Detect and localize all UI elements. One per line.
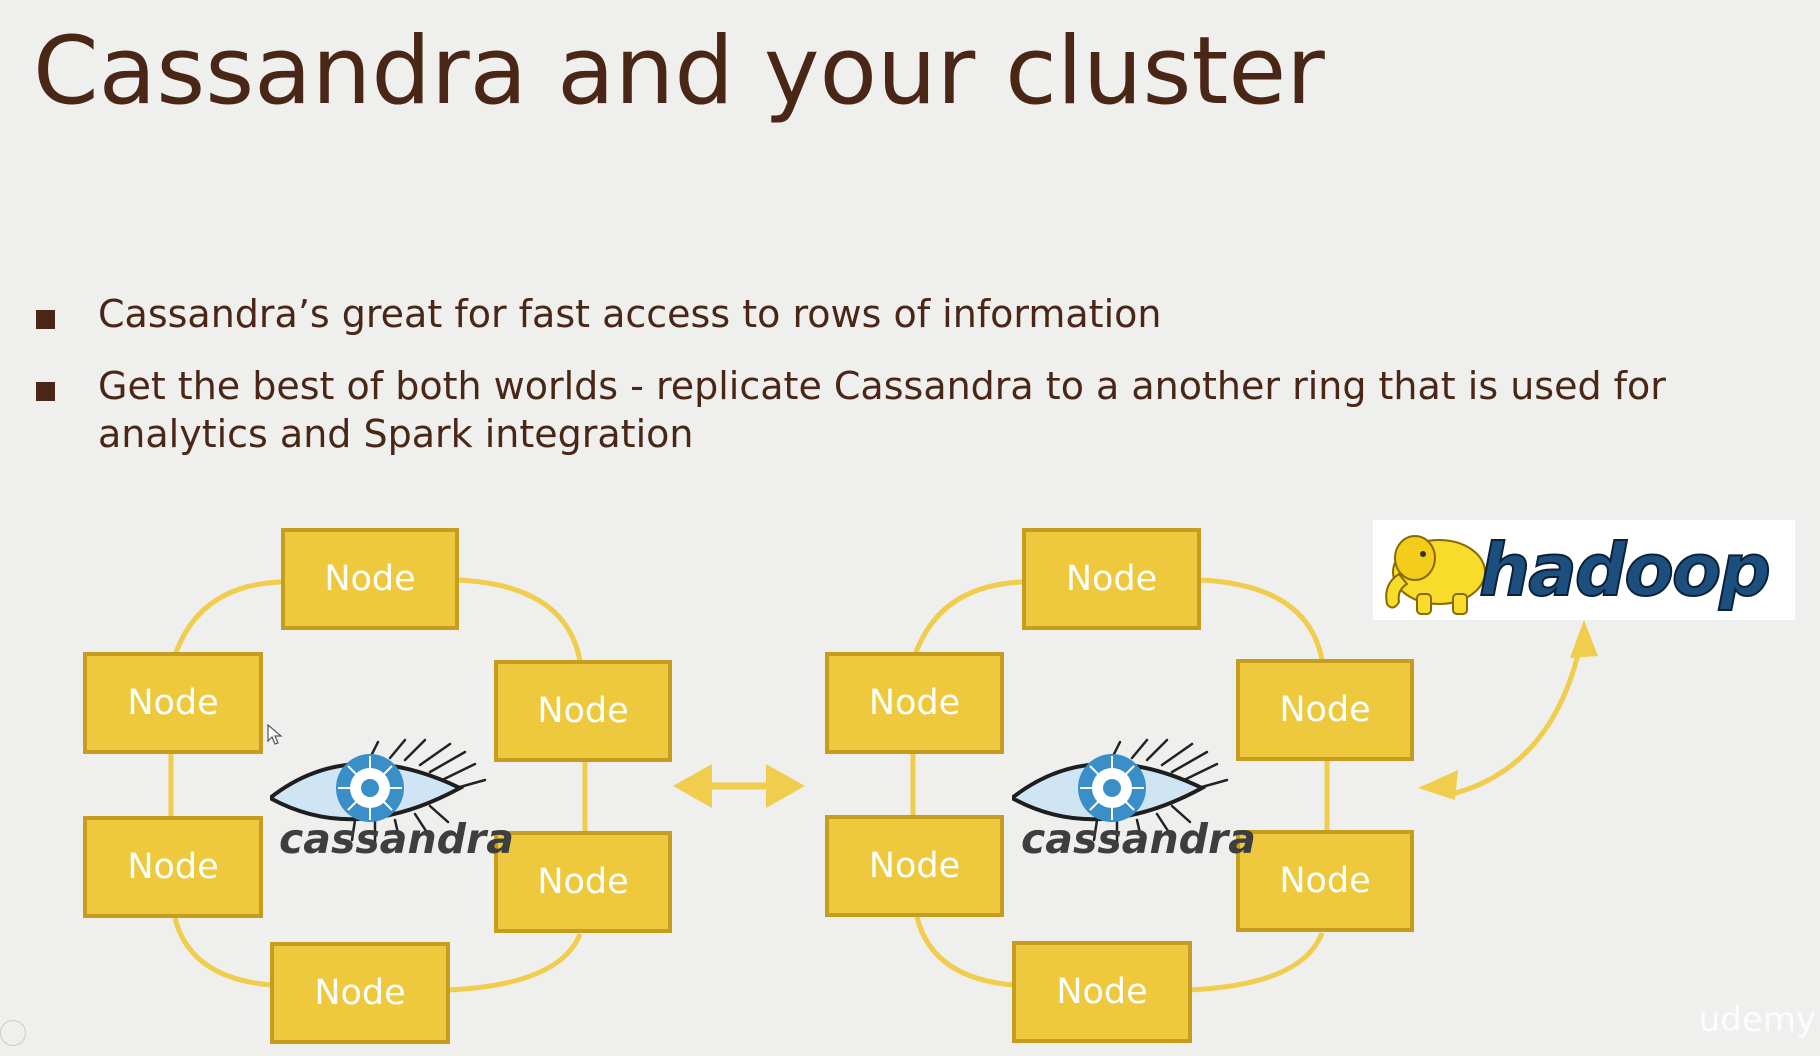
bullet-square-icon bbox=[36, 382, 55, 401]
right-ring-node-lower-left: Node bbox=[825, 815, 1004, 917]
bullet-text: Get the best of both worlds - replicate … bbox=[98, 364, 1666, 456]
left-ring-node-lower-right: Node bbox=[494, 831, 672, 933]
udemy-watermark: udemy bbox=[1698, 1000, 1816, 1040]
cassandra-eye-icon bbox=[1012, 738, 1229, 846]
cassandra-logo-text: cassandra bbox=[279, 815, 514, 863]
bullet-item: Get the best of both worlds - replicate … bbox=[36, 362, 1736, 458]
right-ring-node-bottom: Node bbox=[1012, 941, 1192, 1043]
right-ring-node-upper-left: Node bbox=[825, 652, 1004, 754]
curved-arrow-icon bbox=[1418, 620, 1598, 800]
double-arrow-icon bbox=[673, 764, 805, 808]
right-ring-node-lower-right: Node bbox=[1236, 830, 1414, 932]
right-ring-node-top: Node bbox=[1022, 528, 1201, 630]
bullet-item: Cassandra’s great for fast access to row… bbox=[36, 290, 1736, 338]
bullet-text: Cassandra’s great for fast access to row… bbox=[98, 292, 1162, 336]
hadoop-logo: hadoop bbox=[1373, 520, 1795, 620]
page-title: Cassandra and your cluster bbox=[33, 17, 1325, 126]
left-ring-node-lower-left: Node bbox=[83, 816, 263, 918]
hadoop-elephant-icon bbox=[1385, 535, 1486, 615]
right-ring-node-upper-right: Node bbox=[1236, 659, 1414, 761]
left-ring-node-upper-left: Node bbox=[83, 652, 263, 754]
bullet-list: Cassandra’s great for fast access to row… bbox=[36, 290, 1736, 482]
bullet-square-icon bbox=[36, 310, 55, 329]
player-badge-icon[interactable] bbox=[0, 1020, 26, 1046]
hadoop-logo-text: hadoop bbox=[1478, 527, 1772, 613]
cassandra-eye-icon bbox=[270, 738, 487, 846]
cassandra-logo-text: cassandra bbox=[1021, 815, 1256, 863]
left-ring-node-upper-right: Node bbox=[494, 660, 672, 762]
left-ring-node-top: Node bbox=[281, 528, 459, 630]
mouse-cursor-icon bbox=[267, 724, 283, 745]
left-ring-node-bottom: Node bbox=[270, 942, 450, 1044]
